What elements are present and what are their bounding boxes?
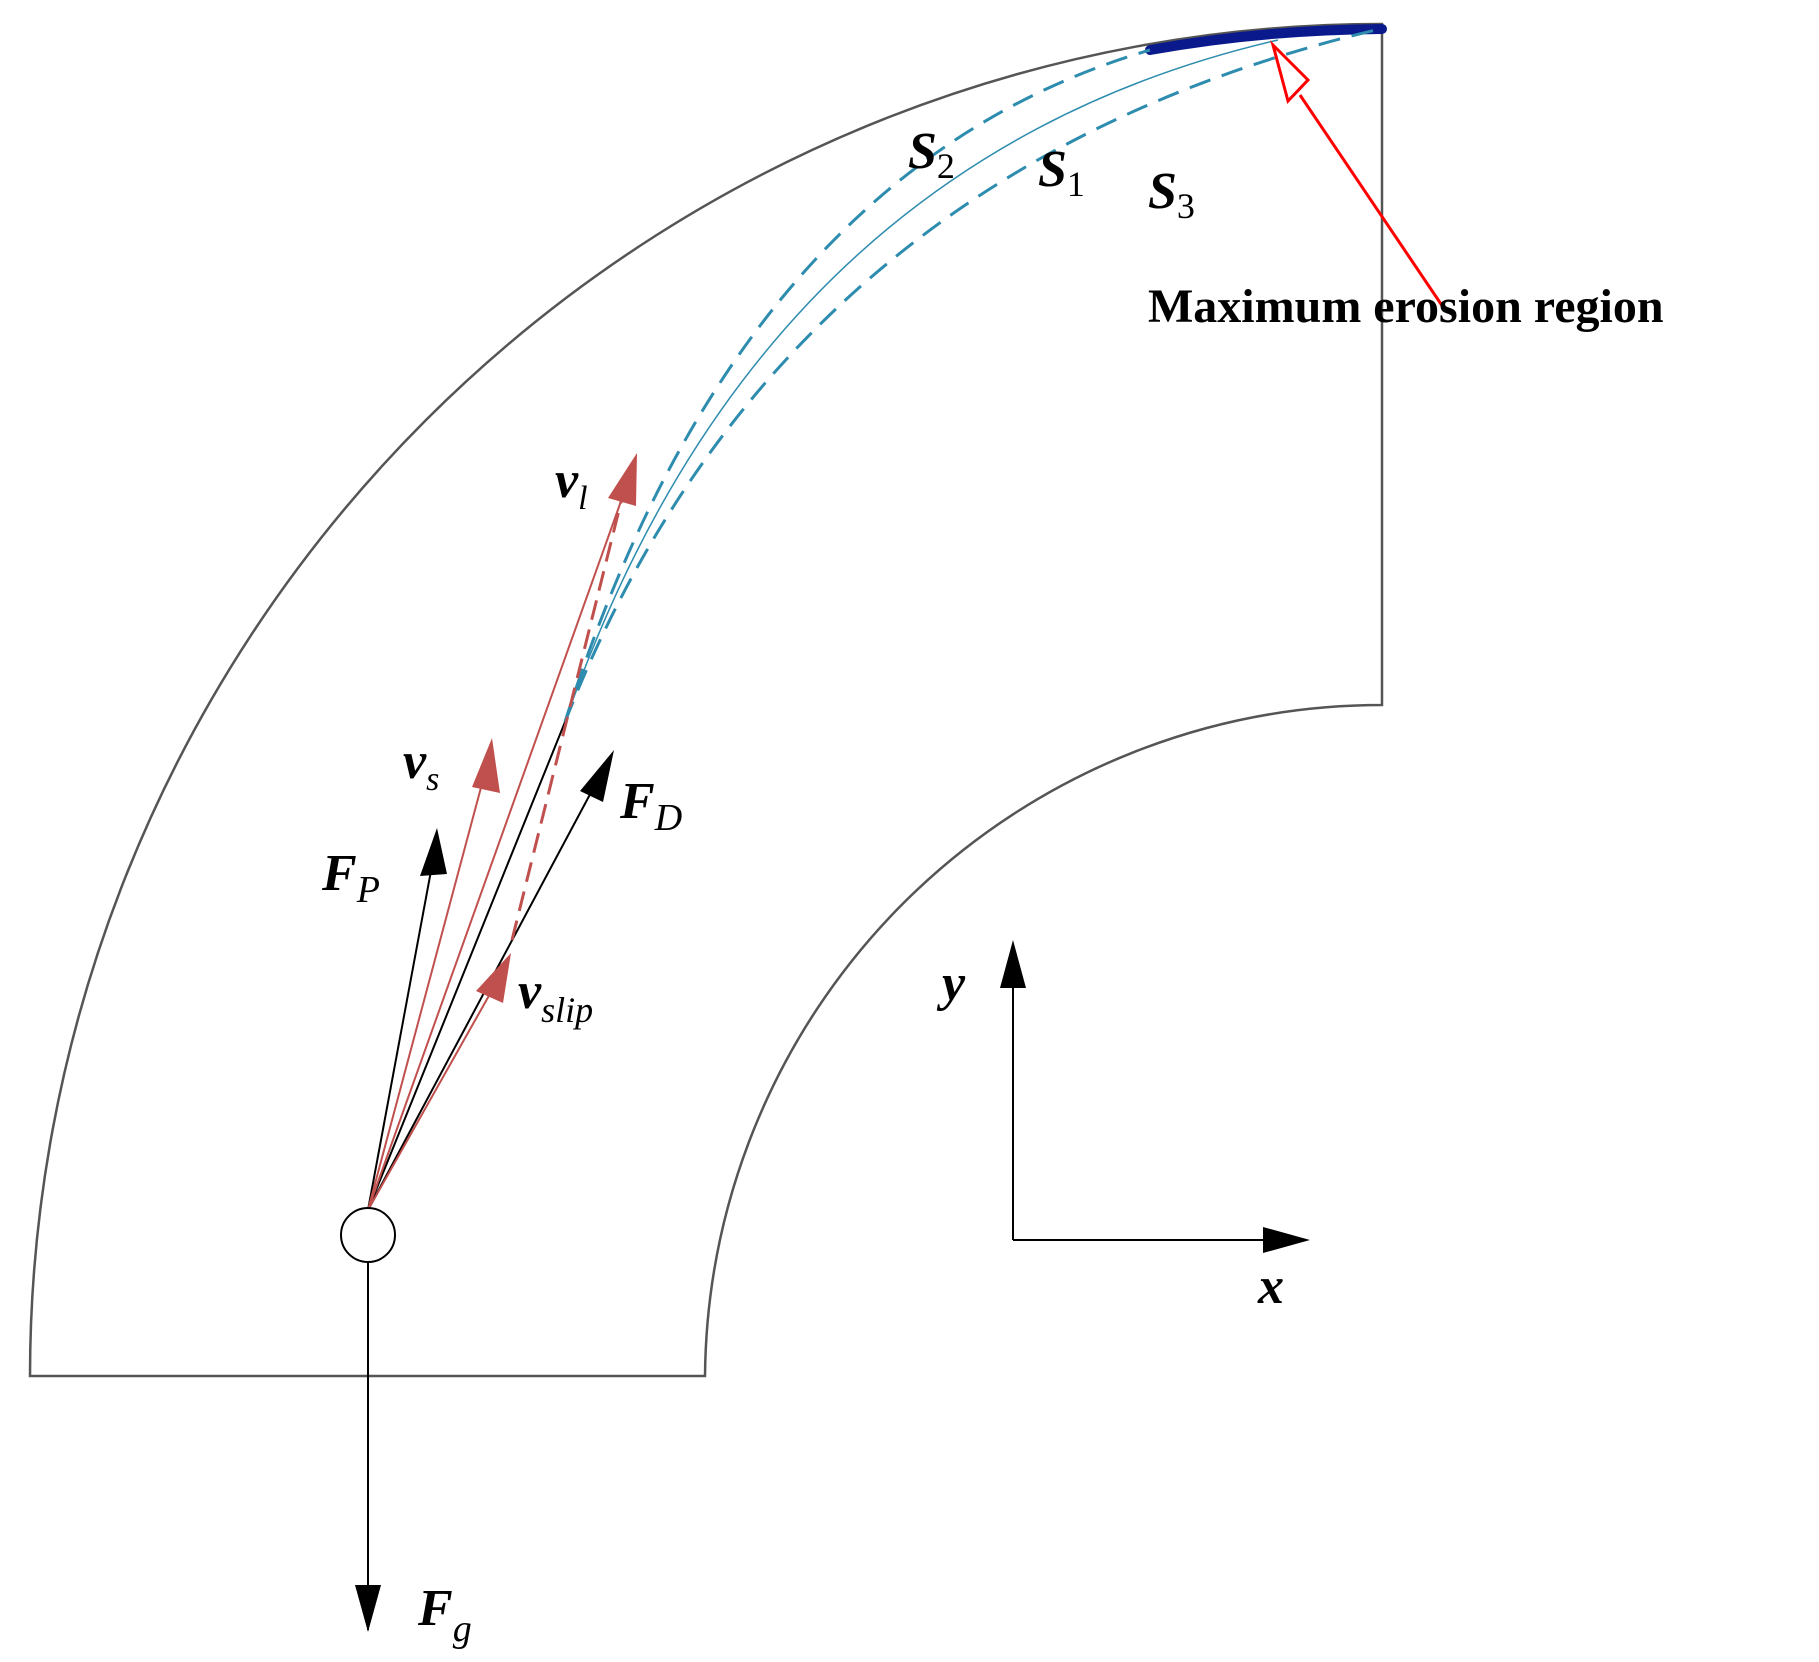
force-fd-arrow [367, 784, 596, 1211]
erosion-region [1145, 24, 1387, 55]
label-vl: vl [555, 452, 588, 517]
y-axis-arrowhead [1000, 940, 1026, 988]
label-fp: FP [321, 845, 380, 911]
label-axis-y: y [936, 955, 966, 1012]
callout-maximum-erosion-region: Maximum erosion region [1148, 280, 1664, 333]
force-fp-arrowhead [420, 828, 447, 876]
pipe-outline [28, 22, 1384, 1378]
force-fp-arrow [367, 859, 434, 1211]
label-s3: S3 [1148, 163, 1195, 226]
velocity-vslip-arrow [367, 984, 496, 1211]
label-s2: S2 [908, 123, 955, 186]
callout-arrowhead [1270, 39, 1311, 104]
force-fg-arrowhead [355, 1585, 381, 1632]
force-fd-arrowhead [580, 750, 614, 802]
label-axis-x: x [1257, 1258, 1284, 1315]
velocity-vs-arrow [367, 764, 488, 1211]
callout-arrow-line [1298, 94, 1447, 311]
velocity-dashed-line [510, 497, 624, 941]
velocity-vl-arrow [367, 489, 626, 1211]
trajectory-s1 [564, 39, 1279, 723]
label-s1: S1 [1038, 141, 1085, 204]
label-fg: Fg [417, 1580, 472, 1650]
velocity-vs-arrowhead [472, 738, 500, 793]
x-axis-arrowhead [1263, 1227, 1310, 1253]
label-fd: FD [619, 773, 682, 839]
trajectory-s3 [563, 27, 1381, 723]
label-vs: vs [403, 733, 439, 798]
velocity-vslip-arrowhead [476, 953, 511, 1003]
label-vslip: vslip [518, 963, 593, 1030]
resultant-line [367, 721, 566, 1211]
velocity-vl-arrowhead [608, 453, 637, 506]
particle-circle [340, 1207, 396, 1263]
